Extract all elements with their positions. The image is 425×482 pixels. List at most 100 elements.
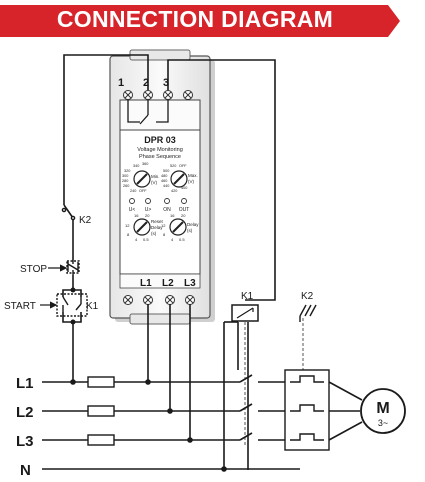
min-scale-off: OFF xyxy=(139,189,147,193)
max-scale-460: 460 xyxy=(161,179,167,183)
start-k1-label: K1 xyxy=(86,301,99,312)
k2-contact-label: K2 xyxy=(301,291,314,302)
min-voltage-knob xyxy=(133,170,151,188)
device-function-line2: Phase Sequence xyxy=(139,154,181,160)
motor-label: M xyxy=(376,400,389,417)
reset-knob-unit: (s) xyxy=(151,231,157,236)
delay-knob-pointer xyxy=(172,221,184,233)
line-l1-label: L1 xyxy=(16,375,34,392)
terminal-l3-label: L3 xyxy=(184,278,196,289)
device-function-line1: Voltage Monitoring xyxy=(137,147,183,153)
top-screw-4 xyxy=(183,90,193,100)
start-label: START xyxy=(4,301,36,312)
max-voltage-knob xyxy=(170,170,188,188)
top-screw-2 xyxy=(143,90,153,100)
min-scale-240: 240 xyxy=(130,189,136,193)
led-overvoltage-label: U> xyxy=(145,207,152,213)
wire-terminal3-to-coil xyxy=(167,59,276,301)
min-scale-260: 260 xyxy=(123,184,129,188)
bottom-screw-terminals xyxy=(123,295,195,305)
delay-scale-8: 8 xyxy=(163,232,166,237)
delay-scale-12: 12 xyxy=(161,223,166,228)
min-knob-pointer xyxy=(136,173,148,185)
line-l3-label: L3 xyxy=(16,433,34,450)
led-on xyxy=(164,198,170,204)
power-bus xyxy=(42,304,300,470)
max-knob-pointer xyxy=(173,173,185,185)
fuse-l1 xyxy=(87,376,115,388)
max-scale-400: 400 xyxy=(181,186,187,190)
stop-label: STOP xyxy=(20,264,47,275)
device-bottom-window xyxy=(119,273,201,289)
max-scale-480: 480 xyxy=(161,174,167,178)
min-scale-280: 280 xyxy=(122,179,128,183)
terminal-1-label: 1 xyxy=(118,77,124,89)
bottom-screw-4 xyxy=(185,295,195,305)
led-out-label: OUT xyxy=(179,207,190,213)
k1-coil xyxy=(231,304,259,322)
control-wiring xyxy=(62,54,276,470)
top-screw-1 xyxy=(123,90,133,100)
led-on-label: ON xyxy=(163,207,171,213)
max-scale-off: OFF xyxy=(179,164,187,168)
overload-relay-block xyxy=(284,369,330,451)
title-banner-shape xyxy=(0,5,400,37)
terminal-l2-label: L2 xyxy=(162,278,174,289)
motor-wires xyxy=(328,381,363,441)
max-scale-440: 440 xyxy=(163,184,169,188)
device-top-window xyxy=(119,99,201,131)
terminal-3-label: 3 xyxy=(163,77,169,89)
line-l2-label: L2 xyxy=(16,404,34,421)
diagram-title: CONNECTION DIAGRAM xyxy=(56,6,334,32)
top-screw-terminals xyxy=(123,90,193,100)
bottom-screw-2 xyxy=(143,295,153,305)
wire-terminal2-to-control xyxy=(63,54,149,205)
terminal-l1-label: L1 xyxy=(140,278,152,289)
bottom-screw-1 xyxy=(123,295,133,305)
k2-aux-contact xyxy=(61,207,76,221)
max-scale-520: 520 xyxy=(170,164,176,168)
terminal-2-label: 2 xyxy=(143,77,149,89)
min-scale-360: 360 xyxy=(142,162,148,166)
max-scale-420: 420 xyxy=(171,189,177,193)
max-scale-500: 500 xyxy=(163,169,169,173)
device-bottom-ear xyxy=(129,313,191,325)
reset-scale-05: 0.5 xyxy=(143,237,149,242)
top-screw-3 xyxy=(163,90,173,100)
junction-dots xyxy=(70,287,227,472)
device-model: DPR 03 xyxy=(144,135,176,145)
motor-phase-label: 3~ xyxy=(378,418,388,428)
reset-knob-label: Reset xyxy=(151,219,164,224)
k1-coil-label: K1 xyxy=(241,291,254,302)
fuse-l2 xyxy=(87,405,115,417)
k2-contact xyxy=(299,304,317,322)
status-leds xyxy=(129,198,187,204)
fuses xyxy=(87,376,115,446)
led-undervoltage-label: U< xyxy=(129,207,136,213)
motor-symbol xyxy=(360,388,406,434)
stop-button xyxy=(66,260,80,275)
delay-knob-label: Delay xyxy=(187,222,199,227)
dpr03-relay xyxy=(109,49,215,325)
internal-relay-contact xyxy=(127,100,169,125)
max-knob-label: Max. xyxy=(188,173,198,178)
reset-delay-knob xyxy=(133,218,151,236)
delay-scale-16: 16 xyxy=(170,213,175,218)
led-undervoltage xyxy=(129,198,135,204)
min-scale-320: 320 xyxy=(124,169,130,173)
bottom-screw-3 xyxy=(165,295,175,305)
reset-knob-pointer xyxy=(136,221,148,233)
delay-knob-unit: (s) xyxy=(187,228,193,233)
reset-knob-label2: Delay xyxy=(151,225,163,230)
reset-scale-8: 8 xyxy=(127,232,130,237)
fuse-l3 xyxy=(87,434,115,446)
led-overvoltage xyxy=(145,198,151,204)
reset-scale-16: 16 xyxy=(134,213,139,218)
min-scale-340: 340 xyxy=(133,164,139,168)
min-knob-unit: (V) xyxy=(151,180,158,185)
reset-scale-20: 20 xyxy=(145,213,150,218)
max-knob-unit: (V) xyxy=(188,179,195,184)
reset-scale-12: 12 xyxy=(125,223,130,228)
